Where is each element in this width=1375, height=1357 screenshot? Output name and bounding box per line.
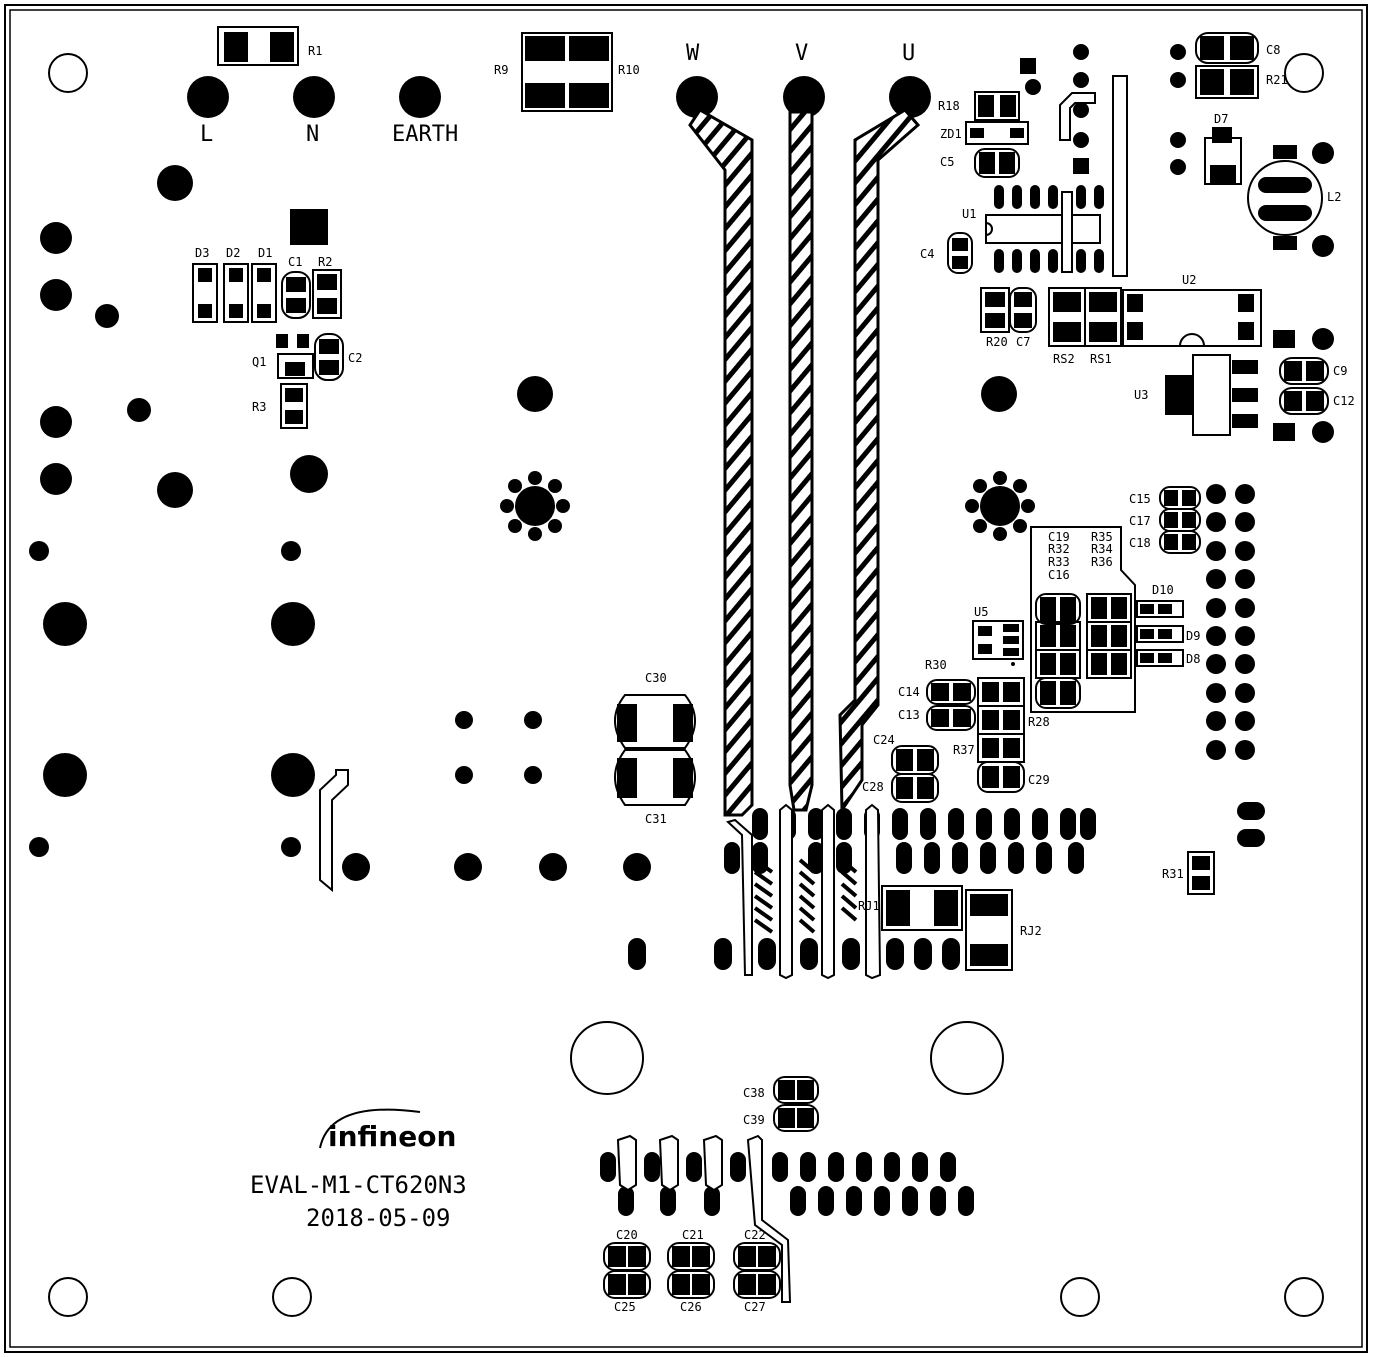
refdes-label-u1: U1 — [962, 207, 976, 221]
refdes-label-c27: C27 — [744, 1300, 766, 1314]
refdes-label-c26: C26 — [680, 1300, 702, 1314]
terminal-label-V: V — [795, 41, 808, 66]
refdes-label-d1: D1 — [258, 246, 272, 260]
refdes-label-c9: C9 — [1333, 364, 1347, 378]
refdes-label-c7: C7 — [1016, 335, 1030, 349]
refdes-label-d7: D7 — [1214, 112, 1228, 126]
refdes-label-c12: C12 — [1333, 394, 1355, 408]
refdes-label-r30: R30 — [925, 658, 947, 672]
branding: infineon EVAL-M1-CT620N3 2018-05-09 — [250, 1108, 467, 1232]
refdes-label-r28: R28 — [1028, 715, 1050, 729]
refdes-label-c25: C25 — [614, 1300, 636, 1314]
power-terminals: L N EARTH — [187, 76, 458, 147]
terminal-label-W: W — [686, 41, 700, 66]
capacitors-c30-c31: C30 C31 — [614, 671, 696, 826]
refdes-label-c22: C22 — [744, 1228, 766, 1242]
refdes-label-rs1: RS1 — [1090, 352, 1112, 366]
refdes-label-c15: C15 — [1129, 492, 1151, 506]
terminal-label-L: L — [200, 122, 213, 147]
terminal-label-earth: EARTH — [392, 122, 458, 147]
resistor-r1: R1 — [217, 26, 322, 66]
refdes-label-zd1: ZD1 — [940, 127, 962, 141]
refdes-label-d3: D3 — [195, 246, 209, 260]
refdes-label-c8: C8 — [1266, 43, 1280, 57]
refdes-label-q1: Q1 — [252, 355, 266, 369]
board-date: 2018-05-09 — [306, 1204, 451, 1232]
refdes-label-c28: C28 — [862, 780, 884, 794]
refdes-label-c20: C20 — [616, 1228, 638, 1242]
board-outline — [4, 4, 1368, 1353]
terminal-label-N: N — [306, 122, 319, 147]
transistor-q1: Q1 C2 R3 — [252, 333, 362, 429]
motor-terminals: W V U — [676, 41, 931, 118]
refdes-label-rj1: RJ1 — [858, 899, 880, 913]
refdes-label-group_a-1: R32 — [1048, 542, 1070, 556]
refdes-label-group_a-2: R33 — [1048, 555, 1070, 569]
refdes-label-u3: U3 — [1134, 388, 1148, 402]
refdes-label-rj2: RJ2 — [1020, 924, 1042, 938]
refdes-label-r2: R2 — [318, 255, 332, 269]
refdes-label-d8: D8 — [1186, 652, 1200, 666]
refdes-label-group_b-0: R35 — [1091, 530, 1113, 544]
refdes-label-u5: U5 — [974, 605, 988, 619]
capacitors-c38-c39: C38 C39 — [743, 1076, 819, 1132]
refdes-label-r10: R10 — [618, 63, 640, 77]
refdes-label-l2: L2 — [1327, 190, 1341, 204]
refdes-label-group_a-3: C16 — [1048, 568, 1070, 582]
refdes-label-c13: C13 — [898, 708, 920, 722]
refdes-label-c39: C39 — [743, 1113, 765, 1127]
refdes-label-r3: R3 — [252, 400, 266, 414]
control-upper-right: R18 ZD1 C5 U1 C4 — [920, 44, 1128, 277]
refdes-label-c29: C29 — [1028, 773, 1050, 787]
refdes-label-c4: C4 — [920, 247, 934, 261]
refdes-label-r20: R20 — [986, 335, 1008, 349]
refdes-label-c17: C17 — [1129, 514, 1151, 528]
refdes-label-group_b-2: R36 — [1091, 555, 1113, 569]
board-name: EVAL-M1-CT620N3 — [250, 1171, 467, 1199]
refdes-label-c5: C5 — [940, 155, 954, 169]
refdes-label-c38: C38 — [743, 1086, 765, 1100]
mounting-holes — [48, 53, 1324, 1317]
refdes-label-r37: R37 — [953, 743, 975, 757]
refdes-label-c2: C2 — [348, 351, 362, 365]
refdes-label-group_a-0: C19 — [1048, 530, 1070, 544]
refdes-label-c14: C14 — [898, 685, 920, 699]
u5-area: U5 R30 C14 C13 R28 R37 C29 C24 C28 — [862, 605, 1050, 803]
refdes-label-rs2: RS2 — [1053, 352, 1075, 366]
motor-traces — [688, 107, 921, 817]
left-pads — [29, 165, 1017, 893]
diodes-d1-d3: D3 D2 D1 C1 R2 — [192, 209, 342, 323]
refdes-label-u2: U2 — [1182, 273, 1196, 287]
refdes-label-r31: R31 — [1162, 867, 1184, 881]
refdes-label-r18: R18 — [938, 99, 960, 113]
refdes-label-c21: C21 — [682, 1228, 704, 1242]
shunt-and-u2: R20 C7 RS2 RS1 U2 — [980, 273, 1262, 366]
bottom-connector: C20 C25 C21 C26 C22 C27 — [600, 1134, 974, 1314]
power-supply-section: C8 R21 D7 L2 — [1170, 32, 1341, 257]
board-inner-outline — [9, 9, 1363, 1348]
current-sense-block: C19 R32 R33 C16 R35 R34 R36 D10 D9 D8 — [1030, 526, 1200, 713]
power-module-pins: RJ1 RJ2 — [628, 803, 1096, 980]
pin-header-area: C15 C17 C18 R31 — [1129, 484, 1265, 895]
terminal-label-U: U — [902, 41, 915, 66]
refdes-label-c24: C24 — [873, 733, 895, 747]
refdes-label-c1: C1 — [288, 255, 302, 269]
refdes-label-r21: R21 — [1266, 73, 1288, 87]
refdes-label-d9: D9 — [1186, 629, 1200, 643]
refdes-label-group_b-1: R34 — [1091, 542, 1113, 556]
refdes-label-r9: R9 — [494, 63, 508, 77]
refdes-label-d10: D10 — [1152, 583, 1174, 597]
via-clusters — [500, 471, 1035, 541]
infineon-logo: infineon — [328, 1120, 456, 1153]
regulator-u3: U3 C9 C12 — [1134, 328, 1355, 443]
resistor-r9-r10: R9 R10 — [494, 32, 640, 112]
refdes-label-c31: C31 — [645, 812, 667, 826]
refdes-label-d2: D2 — [226, 246, 240, 260]
refdes-label-r1: R1 — [308, 44, 322, 58]
refdes-label-c18: C18 — [1129, 536, 1151, 550]
refdes-label-c30: C30 — [645, 671, 667, 685]
